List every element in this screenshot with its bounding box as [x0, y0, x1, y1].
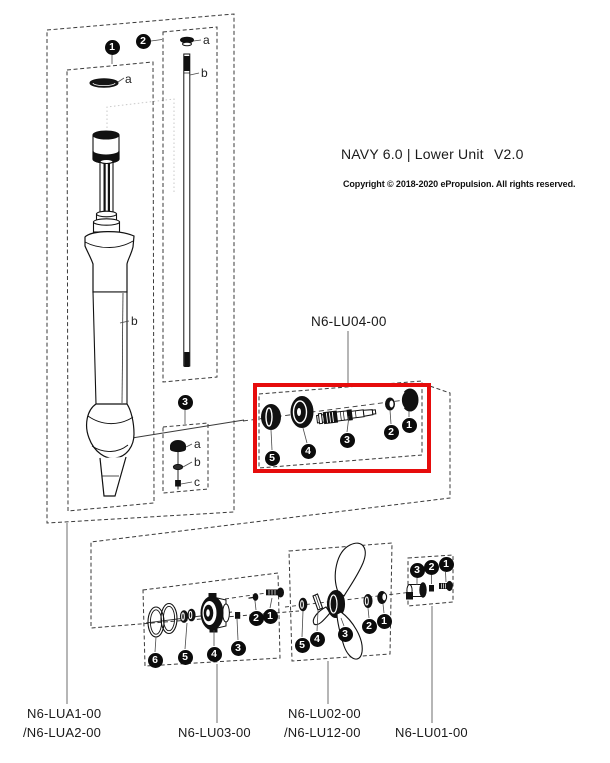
- letter-a: a: [203, 33, 210, 47]
- callout-1: 1: [376, 613, 392, 629]
- upper-assembly-box: [46, 13, 235, 524]
- part-number-lu02: N6-LU02-00: [288, 706, 361, 721]
- letter-c: c: [194, 475, 200, 489]
- part-number-lua1: N6-LUA1-00: [27, 706, 102, 721]
- motor-leg-box: [66, 61, 155, 512]
- callout-4: 4: [300, 443, 316, 459]
- part-number-lu03: N6-LU03-00: [178, 725, 251, 740]
- callout-1: 1: [401, 417, 417, 433]
- page-title-version: V2.0: [494, 146, 524, 162]
- driveshaft-box: [162, 26, 218, 383]
- callout-1: 1: [262, 608, 278, 624]
- page-title: NAVY 6.0 | Lower Unit: [341, 146, 484, 162]
- dashed-boxes: [46, 13, 454, 667]
- bolt-part: [266, 587, 284, 598]
- callout-6: 6: [147, 652, 163, 668]
- letter-a: a: [194, 437, 201, 451]
- prop-blade: [312, 606, 331, 626]
- part-number-lu12: /N6-LU12-00: [284, 725, 361, 740]
- motor-leg-drawing: [84, 78, 135, 497]
- lower-assembly-box: [90, 383, 451, 629]
- screw-c-part: [175, 480, 181, 487]
- letter-a: a: [125, 72, 132, 86]
- lu01-parts-drawing: [406, 580, 453, 600]
- hardware-abc-drawing: [170, 440, 186, 490]
- callout-3: 3: [339, 432, 355, 448]
- oring-part: [160, 602, 178, 635]
- washer-b-part: [172, 463, 184, 471]
- copyright-text: Copyright © 2018-2020 ePropulsion. All r…: [343, 179, 576, 189]
- letter-b: b: [194, 455, 201, 469]
- lu03-parts-drawing: [147, 587, 284, 638]
- callout-3: 3: [230, 640, 246, 656]
- anode-pin-part: [429, 585, 434, 592]
- callout-5: 5: [177, 649, 193, 665]
- callout-2: 2: [248, 610, 264, 626]
- callout-2: 2: [135, 33, 151, 49]
- callout-3: 3: [337, 626, 353, 642]
- leader-lines: [66, 39, 447, 723]
- part-number-lu04: N6-LU04-00: [311, 314, 387, 329]
- lu04-shaft-part: [316, 409, 377, 425]
- driveshaft-drawing: [180, 36, 194, 367]
- callout-5: 5: [294, 637, 310, 653]
- callout-4: 4: [206, 646, 222, 662]
- callout-3: 3: [409, 562, 425, 578]
- plug-a-part: [170, 440, 186, 453]
- letter-b: b: [131, 314, 138, 328]
- part-number-lua2: /N6-LUA2-00: [23, 725, 102, 740]
- callout-2: 2: [424, 560, 439, 575]
- callout-3: 3: [177, 394, 193, 410]
- anode-screw-part: [439, 580, 453, 592]
- callout-5: 5: [264, 450, 280, 466]
- callout-4: 4: [309, 631, 325, 647]
- callout-1: 1: [104, 39, 120, 55]
- hardware-abc-box: [162, 422, 209, 494]
- callout-2: 2: [383, 424, 399, 440]
- callout-2: 2: [361, 618, 377, 634]
- pin-part: [235, 612, 241, 619]
- part-number-lu01: N6-LU01-00: [395, 725, 468, 740]
- lu04-cap-part: [401, 388, 419, 412]
- lu04-gear-part: [290, 396, 314, 428]
- letter-b: b: [201, 66, 208, 80]
- highlight-red-box: [253, 383, 431, 473]
- callout-1: 1: [438, 557, 454, 572]
- lu03-box: [142, 572, 281, 667]
- small-screw-part: [252, 593, 259, 601]
- prop-blade: [334, 542, 366, 597]
- lu04-parts-drawing: [261, 388, 419, 430]
